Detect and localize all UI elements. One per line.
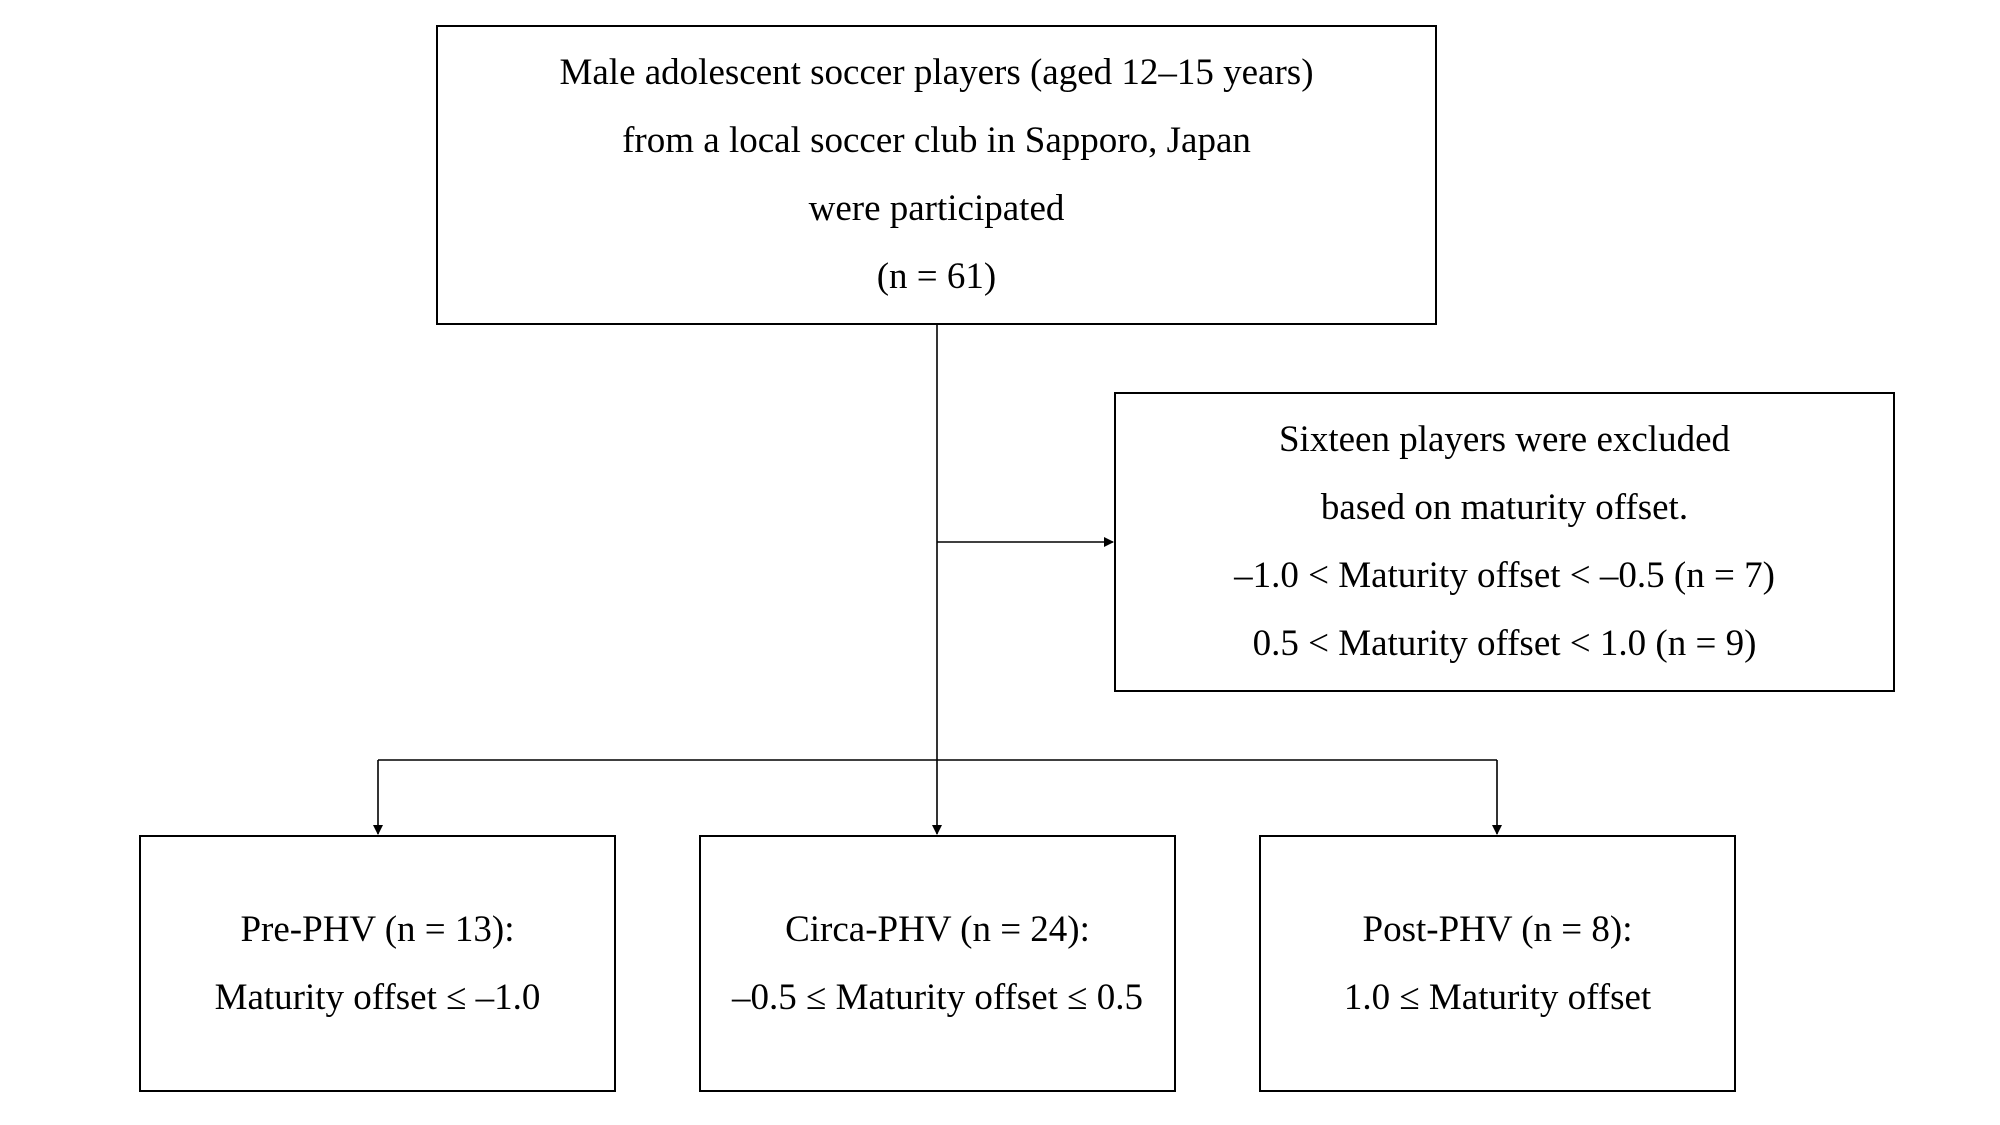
excluded-box: Sixteen players were excluded based on m… [1114, 392, 1895, 692]
excluded-line-1: Sixteen players were excluded [1278, 419, 1730, 460]
excluded-line-3: –1.0 < Maturity offset < –0.5 (n = 7) [1234, 555, 1775, 596]
pre-phv-box: Pre-PHV (n = 13): Maturity offset ≤ –1.0 [139, 835, 616, 1092]
excluded-line-2: based on maturity offset. [1320, 487, 1689, 528]
pre-phv-line-1: Pre-PHV (n = 13): [240, 908, 515, 950]
post-phv-line-2: 1.0 ≤ Maturity offset [1343, 976, 1652, 1018]
participants-line-2: from a local soccer club in Sapporo, Jap… [622, 120, 1251, 161]
participants-line-3: were participated [808, 188, 1065, 229]
participants-line-1: Male adolescent soccer players (aged 12–… [559, 52, 1314, 93]
participants-box: Male adolescent soccer players (aged 12–… [436, 25, 1437, 325]
excluded-line-4: 0.5 < Maturity offset < 1.0 (n = 9) [1252, 623, 1757, 664]
circa-phv-line-2: –0.5 ≤ Maturity offset ≤ 0.5 [732, 976, 1143, 1018]
participants-line-4: (n = 61) [876, 256, 997, 297]
post-phv-line-1: Post-PHV (n = 8): [1362, 908, 1633, 950]
circa-phv-line-1: Circa-PHV (n = 24): [785, 908, 1090, 950]
post-phv-box: Post-PHV (n = 8): 1.0 ≤ Maturity offset [1259, 835, 1736, 1092]
pre-phv-line-2: Maturity offset ≤ –1.0 [214, 976, 541, 1018]
circa-phv-box: Circa-PHV (n = 24): –0.5 ≤ Maturity offs… [699, 835, 1176, 1092]
